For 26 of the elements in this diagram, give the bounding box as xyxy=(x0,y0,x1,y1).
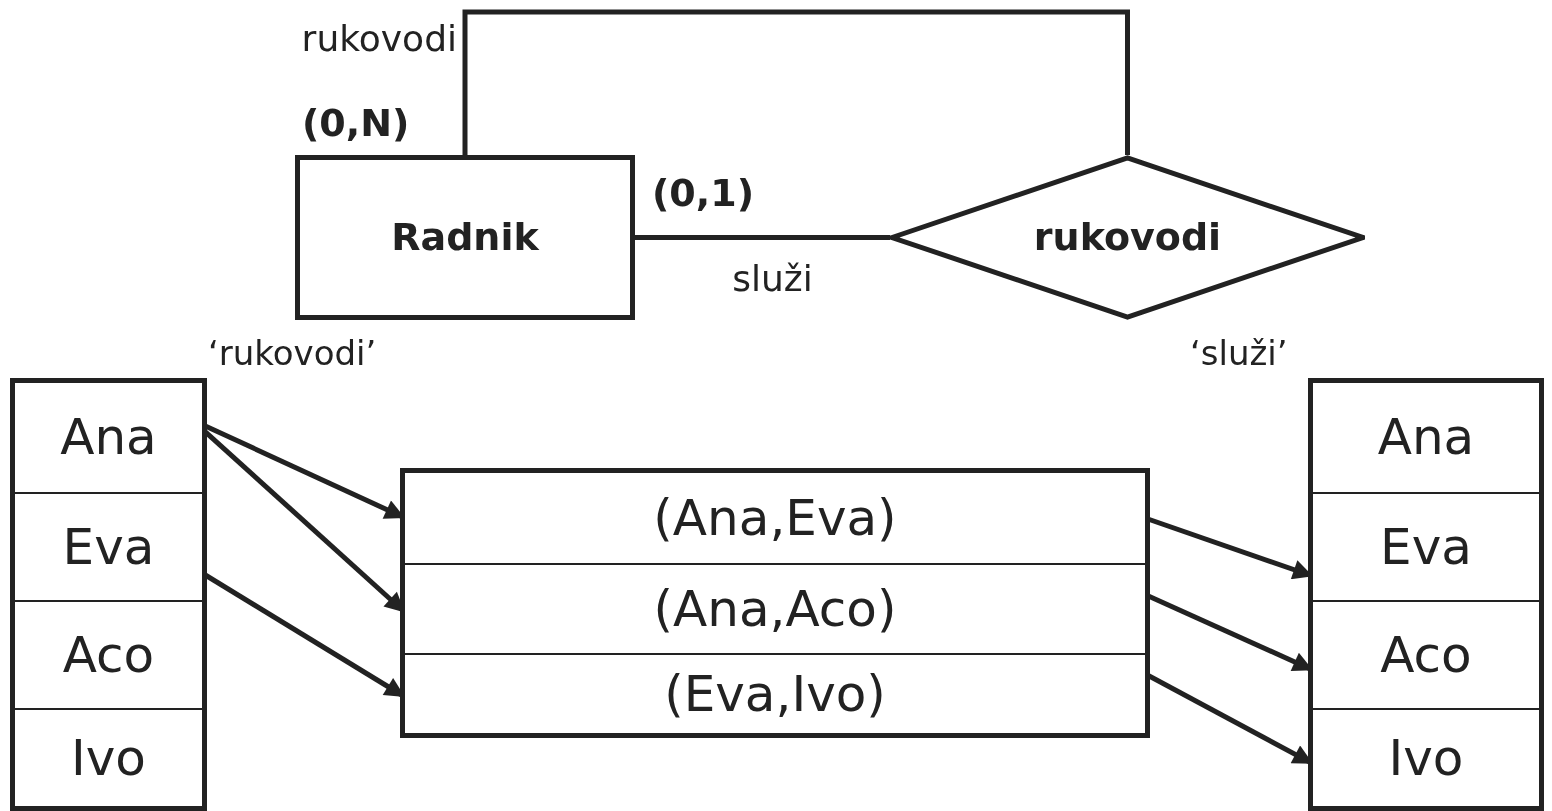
cell-text: Eva xyxy=(1380,516,1472,578)
cell-text: Ivo xyxy=(71,727,146,789)
cell-text: Eva xyxy=(62,516,155,578)
cell-text: Ana xyxy=(60,407,157,468)
cell-text: Ivo xyxy=(1388,727,1464,789)
entity-label: Radnik xyxy=(391,214,539,261)
relationship-diamond xyxy=(890,155,1365,320)
table-box xyxy=(1308,378,1544,811)
connector-line xyxy=(635,235,890,240)
entity-label: rukovodi xyxy=(1033,214,1222,261)
edge-label: služi xyxy=(732,256,813,301)
cell-text: Aco xyxy=(62,624,155,686)
cell-text: (Ana,Eva) xyxy=(653,487,897,549)
role-label: ‘služi’ xyxy=(1190,332,1288,375)
cell-text: (Ana,Aco) xyxy=(653,578,897,640)
cardinality-label: (0,1) xyxy=(652,170,755,217)
cell-text: Aco xyxy=(1380,624,1472,686)
connector-line xyxy=(462,9,1130,155)
cell-text: (Eva,Ivo) xyxy=(664,663,886,725)
cardinality-label: (0,N) xyxy=(302,100,410,147)
cell-text: Ana xyxy=(1377,407,1475,468)
table-box xyxy=(10,378,207,811)
entity-box xyxy=(295,155,635,320)
role-label: rukovodi xyxy=(301,17,457,61)
table-box xyxy=(400,468,1150,738)
role-label: ‘rukovodi’ xyxy=(208,332,377,375)
